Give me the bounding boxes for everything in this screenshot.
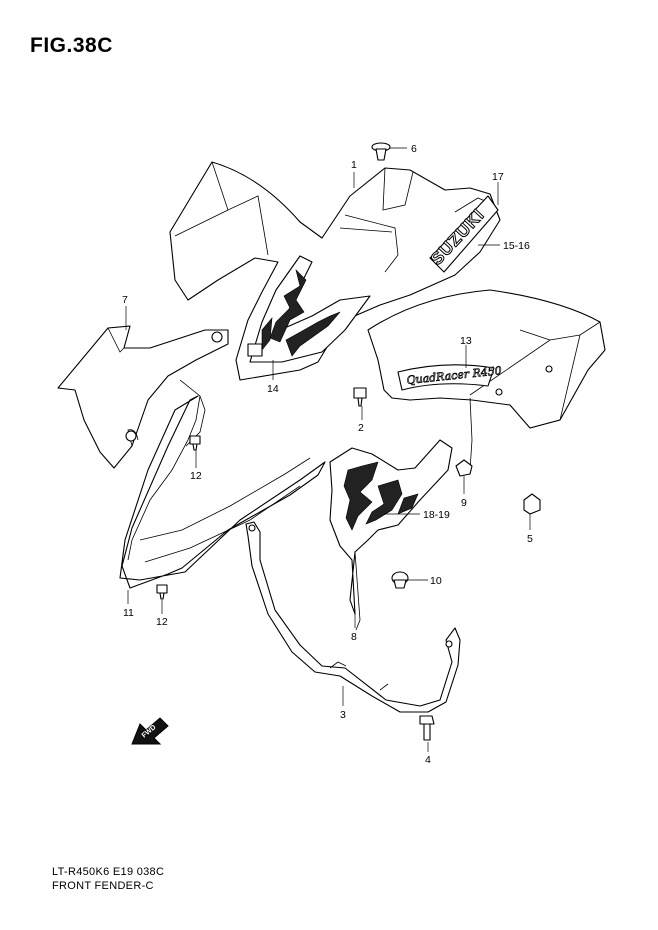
section-name: FRONT FENDER-C [52, 880, 154, 892]
inner-fender-panel [329, 439, 453, 631]
callout-7: 7 [122, 294, 128, 306]
callout-14: 14 [267, 383, 279, 395]
callout-2: 2 [358, 422, 364, 434]
front-fender-body: SUZUKI [169, 161, 501, 381]
callout-3: 3 [340, 709, 346, 721]
right-fender-hood: QuadRacer R450 [367, 289, 606, 471]
callout-18-19: 18-19 [423, 509, 450, 521]
screw-fastener-12-lower [156, 584, 168, 600]
callout-1: 1 [351, 159, 357, 171]
callout-13: 13 [460, 335, 472, 347]
screw-fastener-2 [353, 387, 367, 407]
clip-fastener-10 [391, 571, 409, 589]
fender-side-decal [247, 255, 371, 363]
callout-10: 10 [430, 575, 442, 587]
callout-labels: 1 2 3 4 5 6 7 8 9 10 11 12 12 13 14 15-1… [122, 143, 533, 766]
callout-8: 8 [351, 631, 357, 643]
callout-11: 11 [123, 607, 134, 619]
callout-17: 17 [492, 171, 504, 183]
callout-9: 9 [461, 497, 467, 509]
left-bracket-cover [57, 325, 229, 469]
nut-fastener-5 [523, 493, 541, 515]
callout-5: 5 [527, 533, 533, 545]
callout-12-lower: 12 [156, 616, 168, 628]
callout-6: 6 [411, 143, 417, 155]
fender-support-bracket [245, 521, 461, 713]
left-mud-guard [119, 379, 326, 589]
nut-fastener-9 [455, 459, 473, 477]
figure-title: FIG.38C [30, 34, 113, 57]
forward-direction-arrow: FWD [131, 717, 169, 745]
screw-fastener-12-upper [189, 435, 201, 451]
model-code: LT-R450K6 E19 038C [52, 866, 165, 878]
callout-15-16: 15-16 [503, 240, 530, 252]
leader-lines [125, 172, 531, 752]
bolt-fastener-4 [419, 715, 435, 741]
callout-4: 4 [425, 754, 431, 766]
callout-12-upper: 12 [190, 470, 202, 482]
clip-fastener [371, 142, 407, 161]
